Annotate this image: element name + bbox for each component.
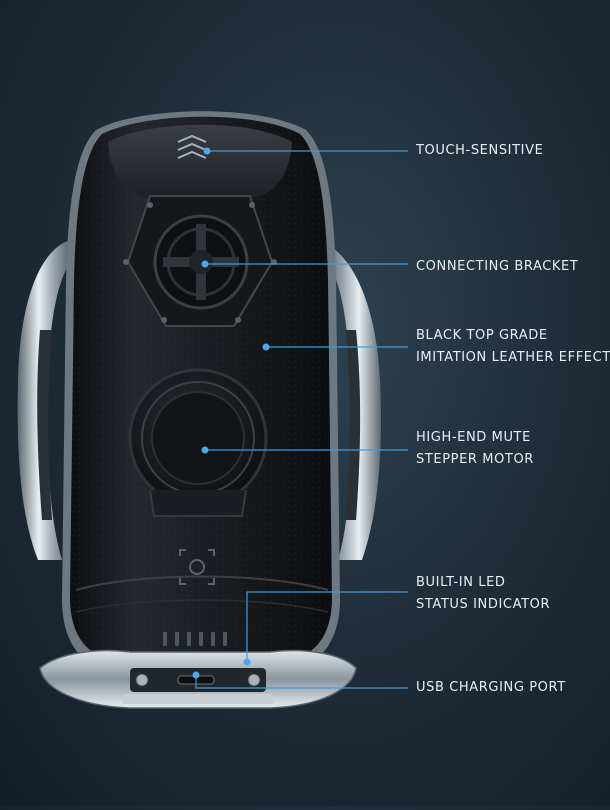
- right-clamp-arm: [318, 240, 382, 560]
- base-bracket: [39, 649, 357, 709]
- callout-lines: [195, 150, 408, 689]
- vent-slots: [163, 632, 227, 646]
- label-touch-sensitive: TOUCH-SENSITIVE: [416, 140, 543, 162]
- label-leather-effect: BLACK TOP GRADE IMITATION LEATHER EFFECT: [416, 325, 610, 369]
- label-line: STEPPER MOTOR: [416, 452, 534, 467]
- label-line: BLACK TOP GRADE: [416, 328, 548, 343]
- label-led-indicator: BUILT-IN LED STATUS INDICATOR: [416, 572, 550, 616]
- stepper-motor-ring: [128, 368, 268, 517]
- label-connecting-bracket: CONNECTING BRACKET: [416, 256, 578, 278]
- label-line: STATUS INDICATOR: [416, 597, 551, 612]
- label-line: USB CHARGING PORT: [416, 680, 566, 695]
- left-clamp-arm: [17, 240, 79, 560]
- label-usb-port: USB CHARGING PORT: [416, 677, 566, 699]
- label-line: BUILT-IN LED: [416, 575, 506, 590]
- label-line: IMITATION LEATHER EFFECT: [416, 350, 610, 365]
- label-line: CONNECTING BRACKET: [416, 259, 579, 274]
- callout-dots: [192, 147, 270, 679]
- dot-led: [243, 658, 251, 666]
- label-line: HIGH-END MUTE: [416, 430, 531, 445]
- dot-motor: [201, 446, 209, 454]
- touch-panel: [108, 124, 292, 204]
- touch-chevron-icon: [177, 134, 207, 159]
- dot-bracket: [201, 260, 209, 268]
- leader-line-usb: [195, 675, 408, 689]
- label-stepper-motor: HIGH-END MUTE STEPPER MOTOR: [416, 427, 534, 471]
- label-line: TOUCH-SENSITIVE: [416, 143, 544, 158]
- leader-line-led: [246, 591, 408, 662]
- dot-touch: [203, 147, 211, 155]
- dot-usb: [192, 671, 200, 679]
- scan-icon: [179, 549, 215, 585]
- dot-leather: [262, 343, 270, 351]
- connecting-bracket: [123, 195, 277, 327]
